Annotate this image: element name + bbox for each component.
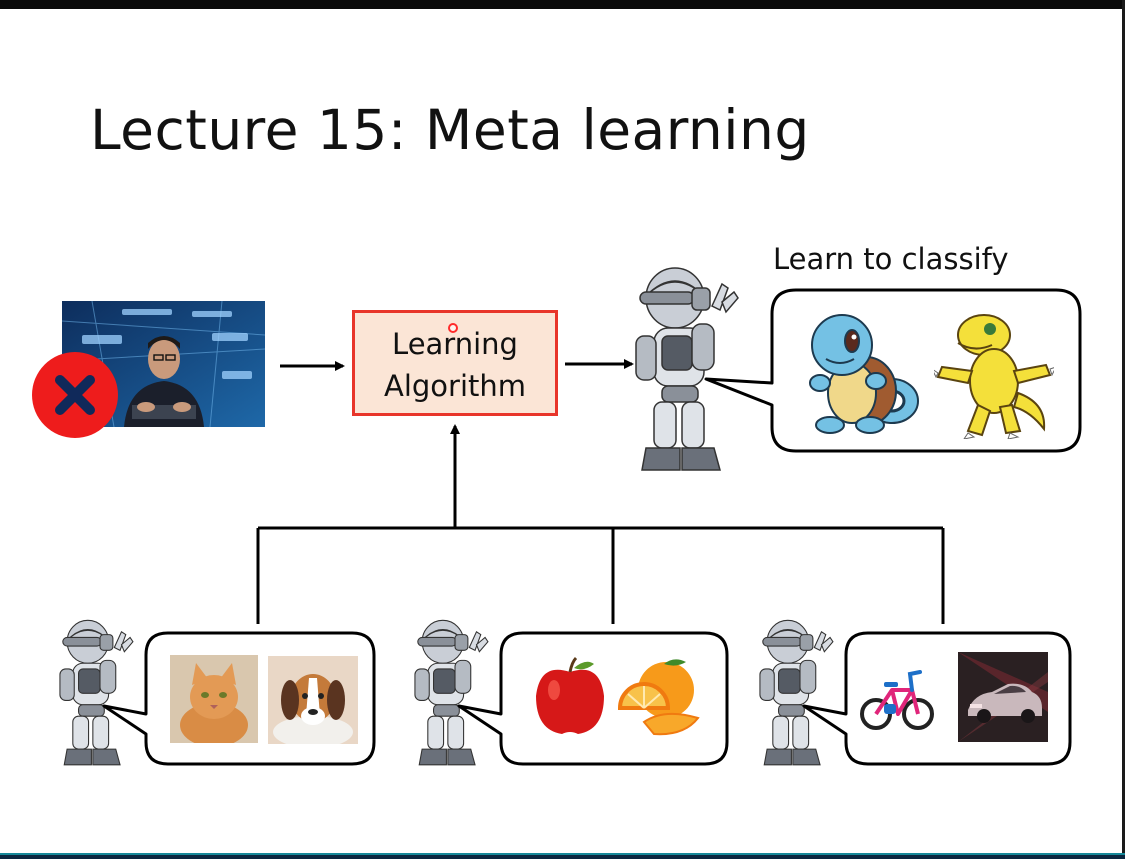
x-mark-icon	[32, 352, 118, 438]
apple-image	[532, 656, 608, 736]
squirtle-image	[796, 307, 926, 437]
car-image	[958, 652, 1048, 742]
cat-image	[170, 655, 258, 743]
algorithm-label-line2: Algorithm	[355, 365, 555, 407]
bicycle-image	[858, 660, 936, 738]
pointer-cursor-icon	[448, 323, 458, 333]
window-bottom-bar	[0, 853, 1125, 859]
orange-image	[614, 656, 700, 736]
agumon-image	[934, 307, 1054, 439]
dog-image	[268, 656, 358, 744]
